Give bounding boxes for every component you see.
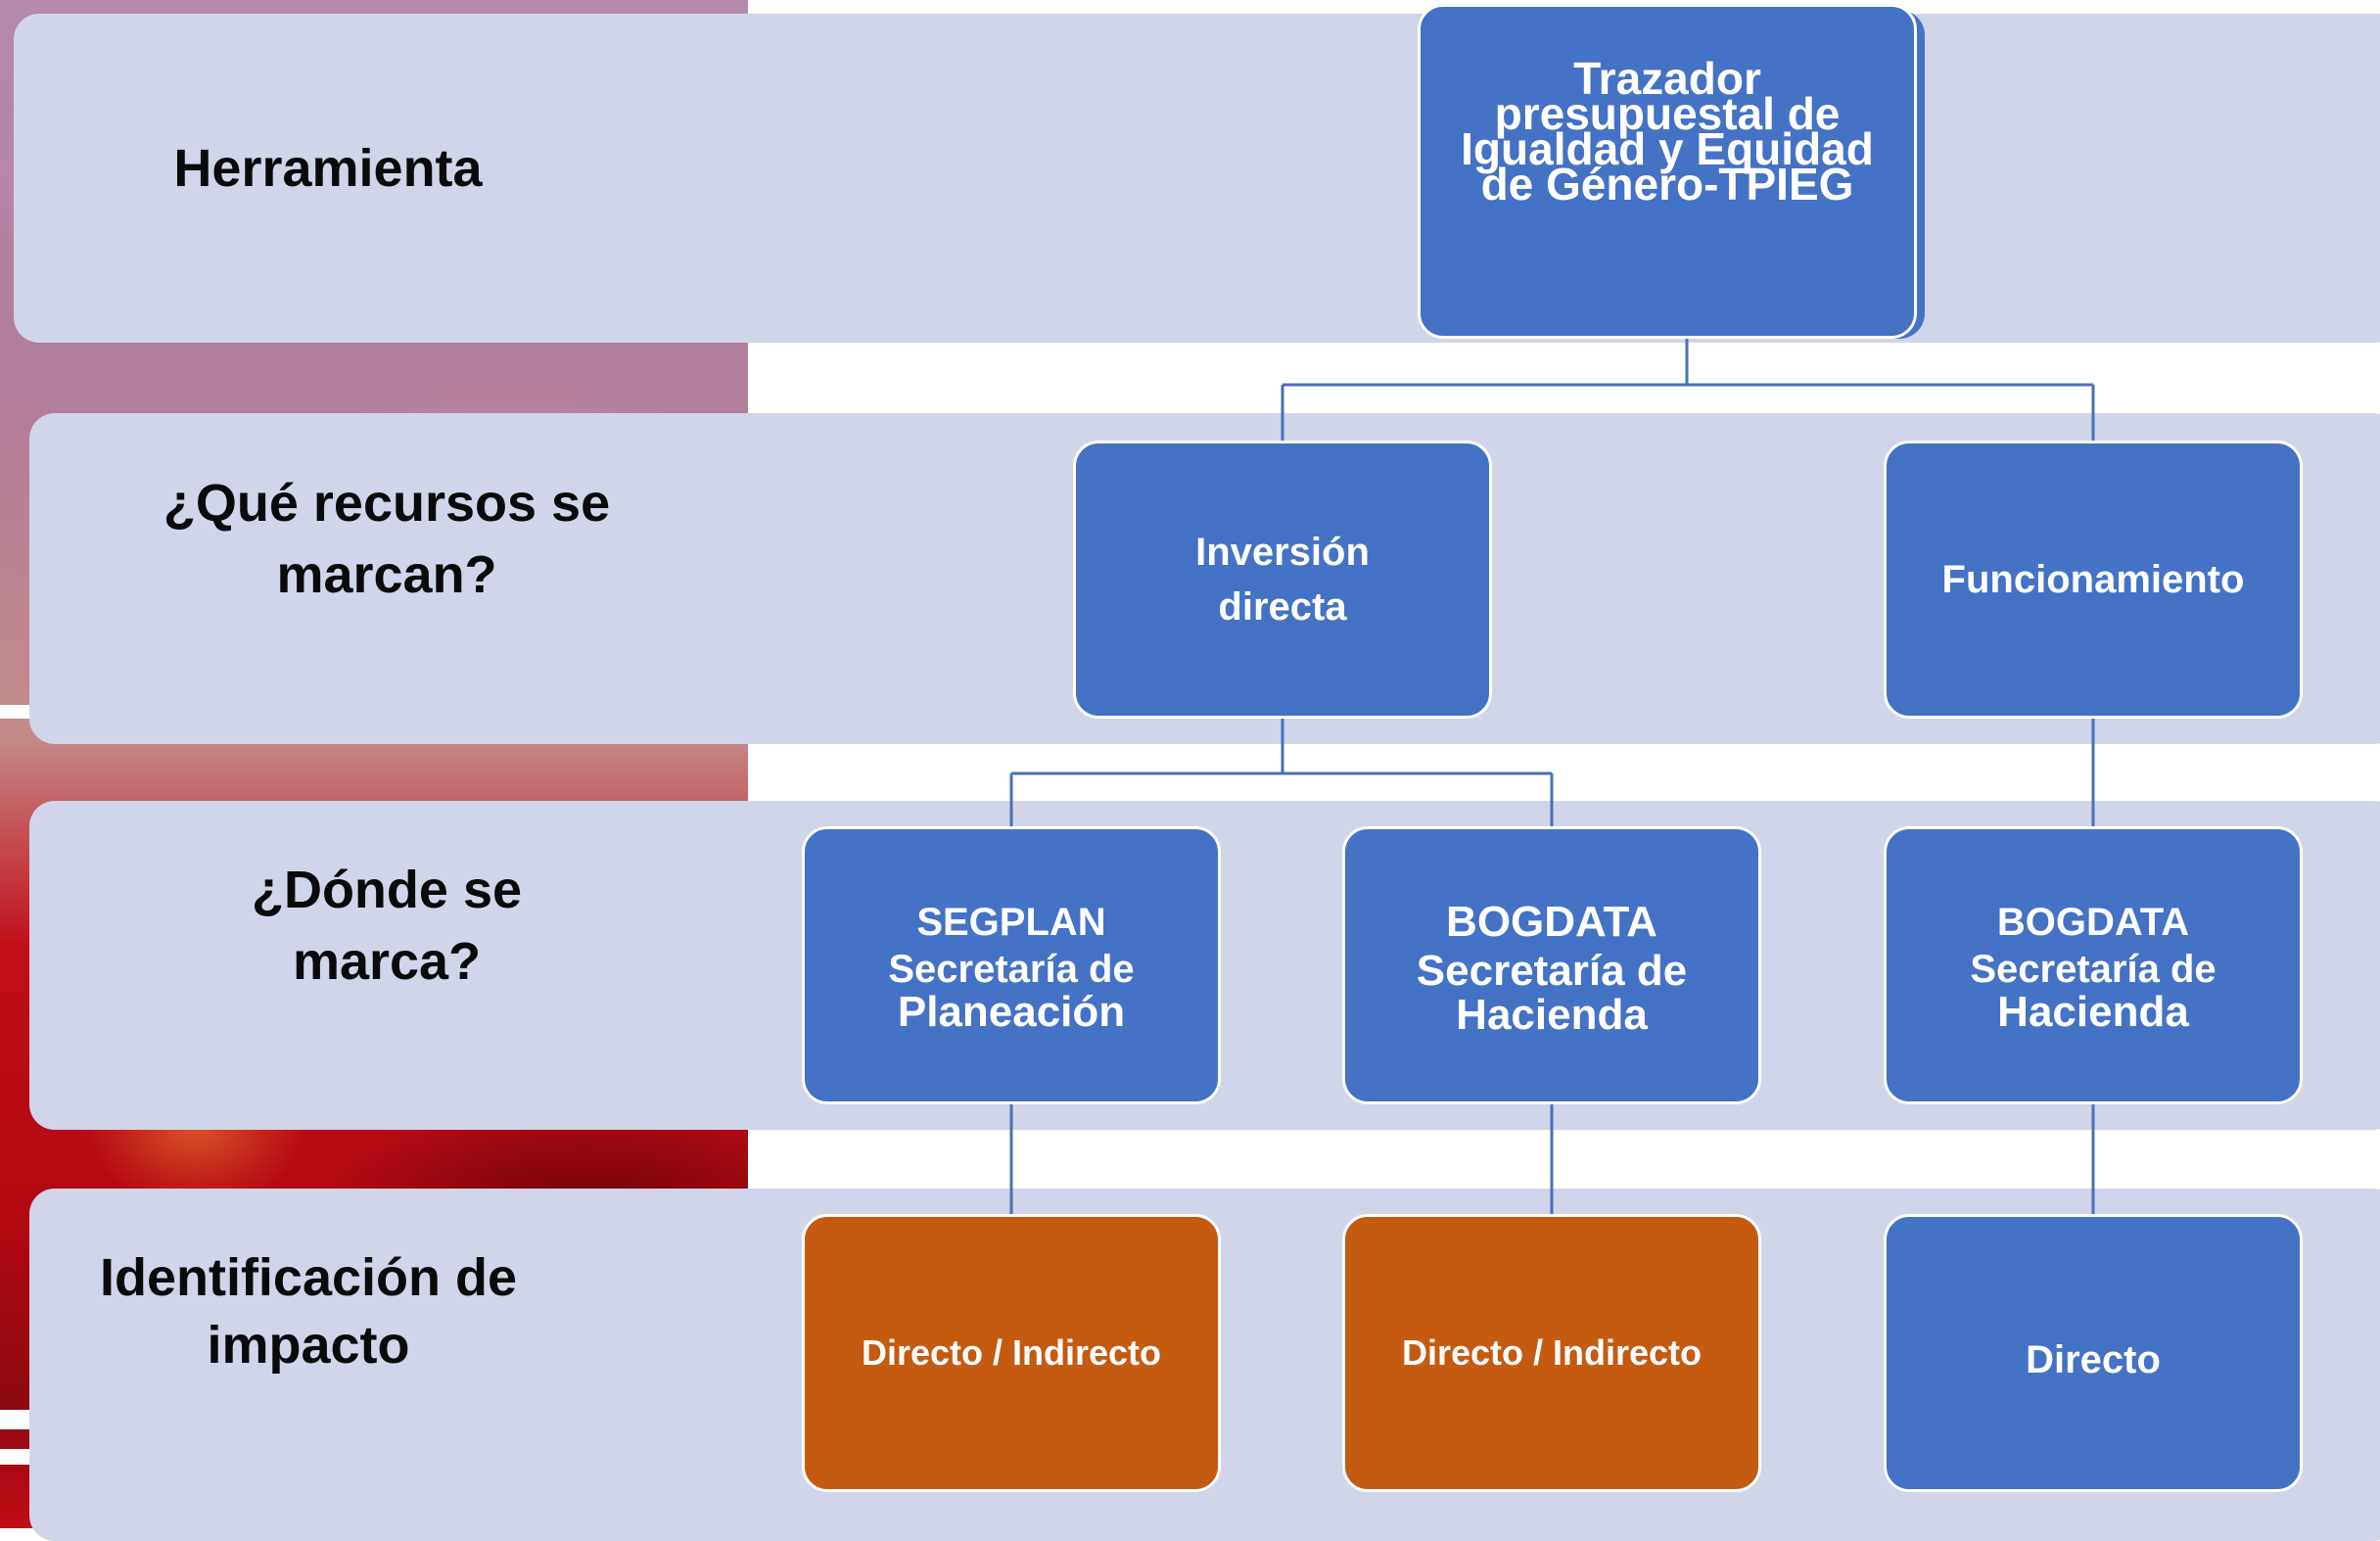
node-text: Funcionamiento	[1941, 557, 2245, 601]
node-tpieg: Trazador presupuestal de Igualdad y Equi…	[1418, 4, 1917, 339]
row-label-text: impacto	[207, 1316, 410, 1376]
node-text: SEGPLAN	[916, 901, 1106, 945]
node-bogdata-funcionamiento: BOGDATA Secretaría de Hacienda	[1884, 826, 2303, 1104]
node-text: Secretaría de	[1970, 948, 2217, 992]
node-impacto-segplan: Directo / Indirecto	[802, 1214, 1221, 1492]
row-label-recursos: ¿Qué recursos se marcan?	[147, 468, 627, 611]
band-herramienta	[14, 14, 2380, 343]
photo-stripe	[0, 705, 29, 719]
node-text: directa	[1218, 585, 1347, 629]
row-label-donde: ¿Dónde se marca?	[186, 855, 587, 998]
row-label-text: marcan?	[276, 544, 497, 604]
node-text: BOGDATA	[1996, 901, 2190, 945]
row-label-text: ¿Qué recursos se	[163, 474, 611, 533]
node-text: Planeación	[897, 988, 1126, 1037]
node-segplan: SEGPLAN Secretaría de Planeación	[802, 826, 1221, 1104]
photo-stripe	[0, 1410, 29, 1429]
row-label-text: ¿Dónde se	[251, 861, 523, 919]
node-text: presupuestal de	[1494, 87, 1841, 139]
node-impacto-bogdata-inversion: Directo / Indirecto	[1342, 1214, 1761, 1492]
row-label-impacto: Identificación de impacto	[69, 1244, 548, 1379]
node-text: Directo / Indirecto	[1401, 1332, 1703, 1373]
row-label-text: Herramienta	[173, 139, 483, 198]
node-text: Inversión	[1195, 531, 1370, 574]
node-impacto-bogdata-funcionamiento: Directo	[1884, 1214, 2303, 1492]
node-text: BOGDATA	[1446, 897, 1657, 946]
node-text: Igualdad y Equidad	[1461, 122, 1874, 174]
node-bogdata-inversion: BOGDATA Secretaría de Hacienda	[1342, 826, 1761, 1104]
node-text: de Género-TPIEG	[1480, 158, 1854, 210]
row-label-text: marca?	[292, 931, 482, 991]
node-text: Trazador	[1573, 53, 1761, 104]
node-text: Hacienda	[1997, 988, 2189, 1037]
photo-stripe	[0, 1449, 29, 1465]
node-text: Secretaría de	[1416, 947, 1688, 996]
row-label-text: Identificación de	[99, 1248, 518, 1307]
row-label-herramienta: Herramienta	[127, 133, 529, 205]
node-text: Hacienda	[1456, 990, 1648, 1039]
node-text: Directo	[2026, 1337, 2161, 1381]
node-funcionamiento: Funcionamiento	[1884, 441, 2303, 719]
node-text: Directo / Indirecto	[861, 1332, 1162, 1373]
node-inversion-directa: Inversión directa	[1073, 441, 1492, 719]
node-text: Secretaría de	[888, 948, 1135, 992]
